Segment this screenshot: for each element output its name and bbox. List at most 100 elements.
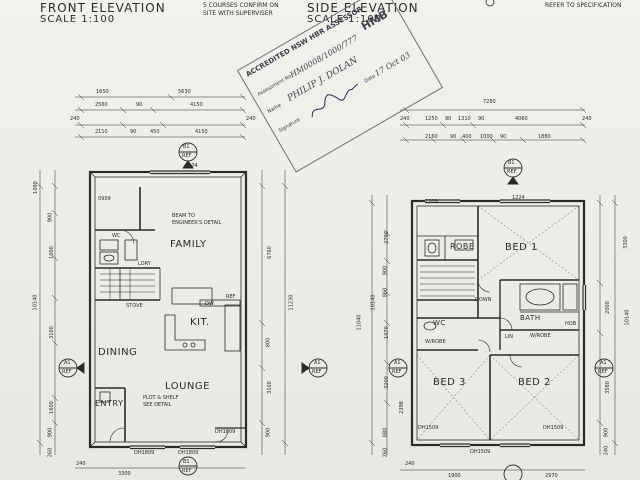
room-linen: LIN — [505, 334, 514, 340]
room-wc: WC — [433, 319, 446, 327]
note-courses: 5 COURSES CONFIRM ON — [203, 2, 279, 9]
dim-left-1090: 1090 — [32, 181, 39, 194]
dim-240-b: 240 — [246, 116, 256, 122]
dim-1650: 1650 — [96, 89, 109, 95]
dim-rl-3200: 3200 — [383, 376, 390, 389]
room-wrobe-2: W/ROBE — [530, 333, 551, 339]
note-plot-2: SEE DETAIL — [143, 402, 172, 408]
label-wc: WC — [112, 233, 121, 239]
room-bed-3: BED 3 — [433, 377, 466, 388]
note-site: SITE WITH SUPERVISER — [203, 10, 273, 17]
marker-a1-mid: A1 — [314, 360, 321, 366]
code-dh1509-b: DH1509 — [470, 449, 491, 455]
code-1504: 1504 — [185, 163, 198, 169]
side-elevation-scale: SCALE 1:100 — [307, 14, 383, 25]
stamp-signature — [311, 83, 359, 117]
code-1209: 1209 — [425, 199, 438, 205]
room-entry: ENTRY — [95, 399, 124, 408]
dim-left-1600: 1600 — [48, 401, 55, 414]
dim-rr-2000: 2000 — [604, 301, 611, 314]
marker-ref-a1-right-plan: REF — [392, 369, 402, 375]
code-1224: 1224 — [512, 195, 525, 201]
note-beam-1: BEAM TO — [172, 213, 195, 219]
dim-rl-860: 860 — [382, 287, 389, 298]
dim-rr-240: 240 — [603, 445, 610, 456]
dim-rl-900: 900 — [382, 265, 389, 276]
label-dw: DW — [205, 301, 214, 307]
dim-rb-2970: 2970 — [545, 473, 558, 479]
dim-left-900-b: 900 — [47, 427, 54, 438]
dim-240-a: 240 — [70, 116, 80, 122]
dim-right-6760: 6760 — [266, 246, 273, 259]
room-family: FAMILY — [170, 239, 207, 250]
dim-1310: 1310 — [458, 116, 471, 122]
dim-left-1000: 1000 — [48, 246, 55, 259]
dim-rl-2398: 2398 — [398, 401, 405, 414]
dim-4150-b: 4150 — [195, 129, 208, 135]
dim-5630: 5630 — [178, 89, 191, 95]
dim-rr-900: 900 — [603, 427, 610, 438]
marker-b1-bottom: B1 — [183, 459, 190, 465]
marker-a1-far-right: A1 — [600, 360, 607, 366]
dim-left-10140: 10140 — [32, 294, 39, 311]
dim-rl-10140: 10140 — [370, 294, 377, 311]
dim-bottom-3300: 3300 — [118, 471, 131, 477]
code-dh1509-a: DH1509 — [418, 425, 439, 431]
dim-2110: 2110 — [95, 129, 108, 135]
dim-right-3100: 3100 — [266, 381, 273, 394]
dim-r240: 240 — [400, 116, 410, 122]
dim-rr-10140: 10140 — [624, 309, 631, 326]
dim-r90-b: 90 — [478, 116, 485, 122]
label-stove: STOVE — [126, 303, 143, 309]
marker-ref-left: REF — [182, 153, 192, 159]
dim-450: 450 — [150, 129, 160, 135]
note-refer: REFER TO SPECIFICATION — [545, 2, 622, 9]
front-elevation-scale: SCALE 1:100 — [40, 14, 116, 25]
label-hob: HOB — [565, 321, 577, 327]
dim-4060: 4060 — [515, 116, 528, 122]
room-kitchen: KIT. — [190, 317, 210, 328]
marker-a1-right-plan: A1 — [394, 360, 401, 366]
dim-4150-a: 4150 — [190, 102, 203, 108]
marker-ref-a1-left: REF — [62, 369, 72, 375]
dim-400: 400 — [462, 134, 472, 140]
note-beam-2: ENGINEER'S DETAIL — [172, 220, 222, 226]
dim-r90: 90 — [445, 116, 452, 122]
code-dh1809-b: DH1809 — [178, 450, 199, 456]
dim-left-260: 260 — [47, 447, 54, 458]
dim-bottom-240: 240 — [76, 461, 86, 467]
label-down: DOWN — [475, 297, 492, 303]
dim-r240-b: 240 — [582, 116, 592, 122]
dim-2160: 2160 — [425, 134, 438, 140]
note-plot-1: PLOT & SHELF — [143, 395, 179, 401]
dim-r90-c: 90 — [450, 134, 457, 140]
front-elevation-title: FRONT ELEVATION — [40, 1, 166, 15]
marker-b1-right: B1 — [508, 160, 515, 166]
code-0909: 0909 — [98, 196, 111, 202]
room-robe: ROBE — [450, 242, 475, 251]
label-ref: REF — [226, 294, 236, 300]
room-wrobe-1: W/ROBE — [425, 339, 446, 345]
label-ldry: LDRY — [138, 261, 151, 267]
marker-ref-bottom: REF — [182, 468, 192, 474]
marker-ref-a1-far-right: REF — [598, 369, 608, 375]
dim-rl-2790: 2790 — [383, 231, 390, 244]
dim-rl-11040: 11040 — [356, 314, 363, 331]
dim-right-800: 800 — [265, 337, 272, 348]
room-bath: BATH — [520, 314, 541, 322]
code-dh1509-c: DH1509 — [543, 425, 564, 431]
room-lounge: LOUNGE — [165, 381, 210, 392]
dim-left-900: 900 — [47, 212, 54, 223]
marker-a1-left: A1 — [64, 360, 71, 366]
dim-rb-240: 240 — [405, 461, 415, 467]
dim-1880: 1880 — [538, 134, 551, 140]
dim-2560: 2560 — [95, 102, 108, 108]
dim-90: 90 — [136, 102, 143, 108]
assessor-stamp: ACCREDITED NSW HBR ASSESSOR HMB Assessme… — [236, 0, 444, 173]
code-dh1809-a: DH1809 — [134, 450, 155, 456]
code-dh1809-c: DH1809 — [215, 429, 236, 435]
side-elevation-title: SIDE ELEVATION — [307, 1, 419, 15]
room-dining: DINING — [98, 347, 138, 358]
